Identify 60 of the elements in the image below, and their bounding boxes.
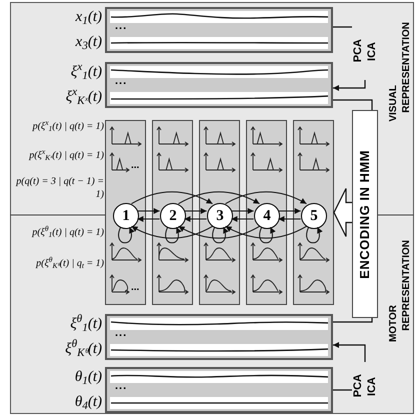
transition-arrow	[131, 191, 213, 204]
ellipsis: ...	[115, 75, 128, 87]
state-column	[152, 120, 193, 305]
transition-arrow	[118, 226, 134, 244]
connector-line	[333, 389, 352, 391]
transition-arrow	[165, 226, 182, 244]
transition-arrow	[225, 191, 307, 204]
signal-label: θ$_{1}$(t)	[74, 368, 102, 386]
signal-label: ξ$^{θ}$$_{Kᶿ}$(t)	[64, 340, 102, 358]
transition-arrow	[184, 208, 208, 214]
transition-arrow	[306, 226, 322, 244]
transition-arrow	[230, 208, 254, 214]
encoding-bar	[352, 110, 378, 318]
connector-arrow	[333, 342, 366, 362]
probability-label: p(q(t) = 3 | q(t − 1) = 1)	[14, 175, 104, 201]
hollow-arrow	[333, 188, 353, 238]
state-column	[105, 120, 146, 305]
method-label: ICA	[366, 376, 378, 396]
state-column	[293, 120, 334, 305]
transition-arrow	[184, 216, 208, 222]
connector-line	[333, 99, 373, 110]
signal-label: x$_{3}$(t)	[74, 33, 102, 51]
signal-label: x$_{1}$(t)	[74, 8, 102, 26]
section-label: MOTOR	[388, 305, 400, 342]
connector-line	[333, 318, 373, 323]
transition-arrow	[278, 216, 302, 222]
signal-label: θ$_{4}$(t)	[74, 393, 102, 411]
transition-arrow	[136, 208, 160, 214]
section-label: REPRESENTATION	[401, 240, 413, 331]
ellipsis: ...	[115, 20, 128, 32]
transition-arrow	[178, 226, 260, 239]
section-label: REPRESENTATION	[401, 22, 413, 113]
connector-line	[333, 26, 352, 28]
transition-arrow	[178, 191, 260, 204]
ellipsis: ...	[131, 283, 140, 293]
ellipsis: ...	[131, 161, 140, 171]
transition-arrow	[131, 226, 213, 239]
transition-arrow	[230, 216, 254, 222]
method-label: PCA	[352, 39, 364, 63]
signal-label: ξ$^{x}$$_{1}$(t)	[70, 63, 102, 81]
transition-arrow	[278, 208, 302, 214]
encoding-label: ENCODING IN HMM	[358, 150, 372, 278]
signal-label: ξ$^{x}$$_{Kˣ}$(t)	[64, 88, 102, 106]
transition-arrow	[212, 226, 228, 244]
probability-label: p(ξ$^{θ}$$_{1}$(t) | q(t) = 1)	[30, 226, 104, 239]
method-label: PCA	[352, 374, 364, 398]
ellipsis: ...	[115, 327, 128, 339]
signal-label: ξ$^{θ}$$_{1}$(t)	[69, 315, 102, 333]
probability-label: p(ξ$^{θ}$$_{Kᶿ}$(t) | q$_{t}$ = 1)	[34, 257, 104, 270]
probability-label: p(ξ$^{x}$$_{1}$(t) | q(t) = 1)	[31, 120, 104, 133]
ellipsis: ...	[115, 380, 128, 392]
transition-arrow	[259, 226, 276, 244]
connector-arrow	[333, 80, 366, 91]
transition-arrow	[225, 226, 307, 239]
section-label: VISUAL	[388, 85, 400, 122]
transition-arrow	[136, 216, 160, 222]
probability-label: p(ξ$^{x}$$_{Kˣ}$(t) | q(t) = 1)	[28, 149, 104, 162]
method-label: ICA	[366, 42, 378, 60]
state-column	[199, 120, 240, 305]
state-column	[246, 120, 287, 305]
